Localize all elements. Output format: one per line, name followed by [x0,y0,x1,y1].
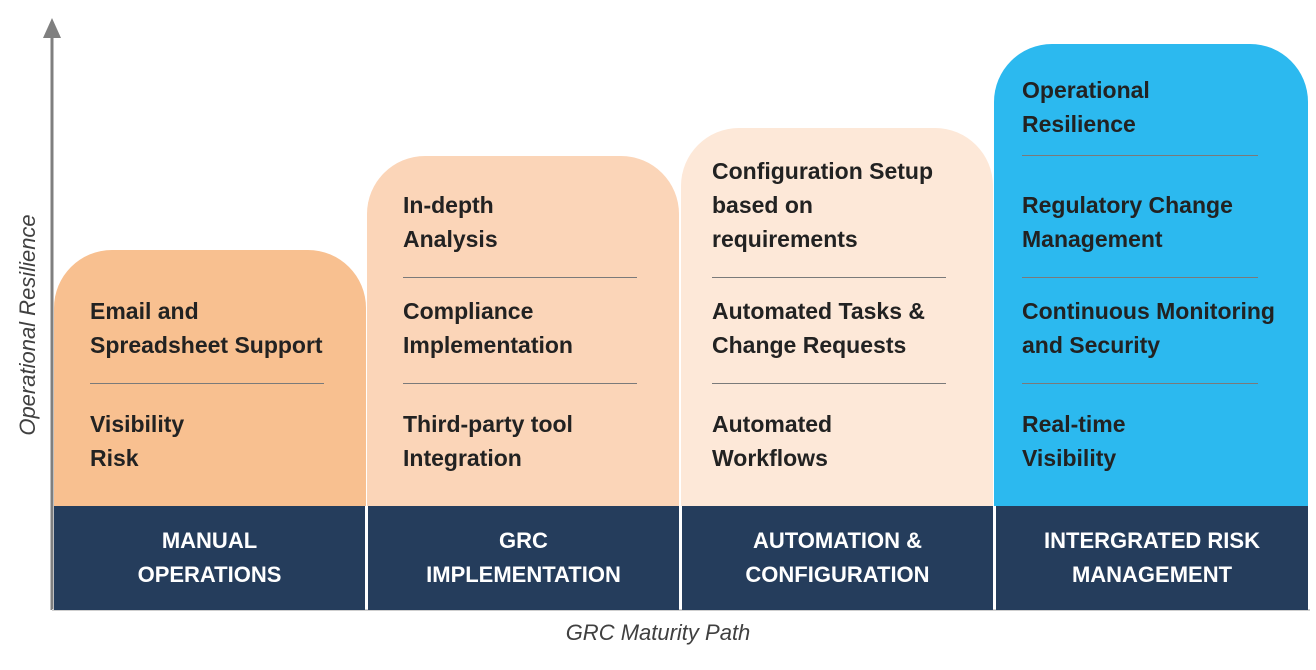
x-axis-label-text: GRC Maturity Path [565,620,751,645]
item-line: Email and [90,298,199,324]
stage-card-grc-implementation: In-depth Analysis Compliance Implementat… [367,156,679,506]
stage-card-integrated-risk-management: Operational Resilience Regulatory Change… [994,44,1308,506]
x-axis-label: GRC Maturity Path [0,620,1316,646]
stage-label-line: AUTOMATION & [752,528,923,553]
card-item: Third-party tool Integration [403,407,649,475]
stage-label-line: MANUAL [161,528,258,553]
card-item: Automated Workflows [712,407,963,475]
card-divider [712,277,946,278]
stage-card-manual-operations: Email and Spreadsheet Support Visibility… [54,250,366,506]
stage-label-grc-implementation: GRC IMPLEMENTATION [368,506,679,610]
stage-label-line: INTERGRATED RISK [1044,528,1260,553]
stage-label-manual-operations: MANUAL OPERATIONS [54,506,365,610]
card-divider [1022,277,1258,278]
stage-label-line: OPERATIONS [137,562,282,587]
card-item: Real-time Visibility [1022,407,1302,475]
item-line: In-depth [403,192,494,218]
card-divider [1022,155,1258,156]
stage-label-integrated-risk-management: INTERGRATED RISK MANAGEMENT [996,506,1308,610]
y-axis-label: Operational Resilience [15,214,40,436]
item-line: Change Requests [712,332,907,358]
item-line: Analysis [403,226,498,252]
item-line: based on [712,192,813,218]
stage-label-automation-configuration: AUTOMATION & CONFIGURATION [682,506,993,610]
item-line: Continuous Monitoring [1022,298,1275,324]
card-divider [403,277,637,278]
stage-label-line: MANAGEMENT [1071,562,1233,587]
item-line: Automated [712,411,833,437]
card-divider [712,383,946,384]
item-line: Automated Tasks & [712,298,926,324]
card-item: Automated Tasks & Change Requests [712,294,963,362]
item-line: Risk [90,445,139,471]
item-line: Workflows [712,445,828,471]
item-line: requirements [712,226,858,252]
item-line: Spreadsheet Support [90,332,323,358]
item-line: Implementation [403,332,573,358]
item-line: Integration [403,445,522,471]
card-item: Compliance Implementation [403,294,649,362]
card-divider [403,383,637,384]
card-divider [90,383,324,384]
item-line: Real-time [1022,411,1126,437]
y-axis-arrow-icon [43,18,61,38]
item-line: Visibility [90,411,185,437]
item-line: Visibility [1022,445,1117,471]
stage-label-line: GRC [499,528,548,553]
card-item: Email and Spreadsheet Support [90,294,336,362]
item-line: Operational [1022,77,1150,103]
card-divider [1022,383,1258,384]
item-line: and Security [1022,332,1161,358]
card-item: Continuous Monitoring and Security [1022,294,1302,362]
card-item: Visibility Risk [90,407,336,475]
card-item: Configuration Setup based on requirement… [712,154,963,256]
item-line: Management [1022,226,1163,252]
item-line: Resilience [1022,111,1136,137]
card-item: Operational Resilience [1022,73,1302,141]
stage-card-automation-configuration: Configuration Setup based on requirement… [681,128,993,506]
item-line: Configuration Setup [712,158,934,184]
stage-label-line: CONFIGURATION [745,562,930,587]
item-line: Regulatory Change [1022,192,1233,218]
stage-label-line: IMPLEMENTATION [426,562,621,587]
item-line: Compliance [403,298,534,324]
card-item: Regulatory Change Management [1022,188,1302,256]
card-item: In-depth Analysis [403,188,649,256]
item-line: Third-party tool [403,411,573,437]
